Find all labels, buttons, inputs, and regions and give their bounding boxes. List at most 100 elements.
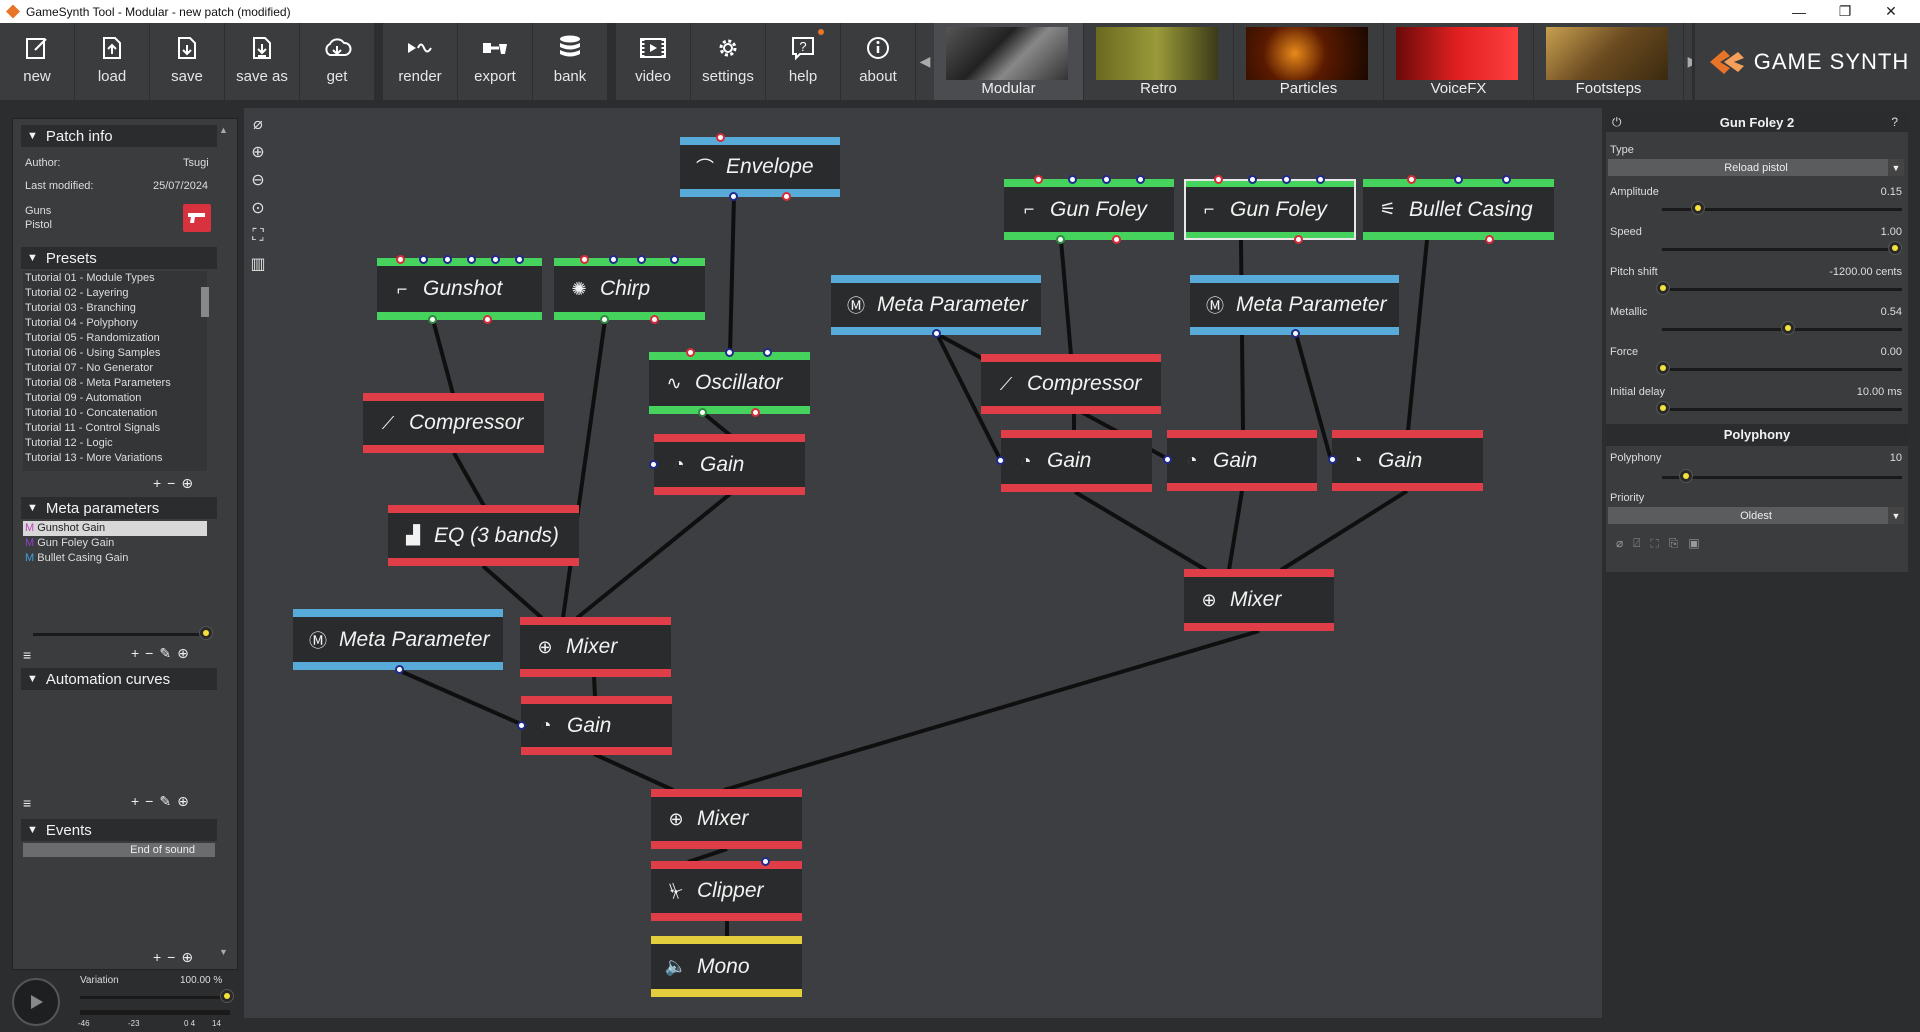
port[interactable] xyxy=(609,255,618,264)
power-icon[interactable]: ⏻ xyxy=(1612,115,1622,129)
stats-icon[interactable]: ▥ xyxy=(250,256,266,273)
list-item[interactable]: Tutorial 08 - Meta Parameters xyxy=(25,377,171,389)
get-button[interactable]: get xyxy=(300,23,375,100)
param-slider-knob[interactable] xyxy=(1656,281,1670,295)
port[interactable] xyxy=(1485,235,1494,244)
events-header[interactable]: ▼Events xyxy=(21,819,217,841)
node-gain-3[interactable]: ◔Gain xyxy=(1001,430,1152,492)
mode-tab-voicefx[interactable]: VoiceFX xyxy=(1384,23,1534,100)
variation-slider-knob[interactable] xyxy=(220,989,234,1003)
port[interactable] xyxy=(637,255,646,264)
maximize-button[interactable]: ❐ xyxy=(1838,3,1852,19)
port[interactable] xyxy=(996,456,1005,465)
param-slider[interactable] xyxy=(1662,408,1902,411)
event-item[interactable]: End of sound xyxy=(23,843,215,857)
meta-slider-knob[interactable] xyxy=(199,626,213,640)
priority-dropdown[interactable]: Oldest▼ xyxy=(1608,507,1904,524)
port[interactable] xyxy=(515,255,524,264)
type-dropdown[interactable]: Reload pistol▼ xyxy=(1608,159,1904,176)
inspector-tool-icons[interactable]: ⌀⍁⛶⎘▣ xyxy=(1616,536,1710,550)
port[interactable] xyxy=(1294,235,1303,244)
zoom-in-icon[interactable]: ⊕ xyxy=(251,144,265,161)
port[interactable] xyxy=(1248,175,1257,184)
param-slider-knob[interactable] xyxy=(1656,361,1670,375)
meta-slider[interactable] xyxy=(33,633,209,636)
mode-tab-footsteps[interactable]: Footsteps xyxy=(1534,23,1684,100)
events-actions[interactable]: +−⊕ xyxy=(153,949,200,965)
port[interactable] xyxy=(1068,175,1077,184)
node-bullet-casing[interactable]: ⚟Bullet Casing xyxy=(1363,179,1554,240)
polyphony-slider-knob[interactable] xyxy=(1679,469,1694,483)
presets-scrollbar[interactable] xyxy=(201,287,209,317)
meta-parameters-list[interactable]: M Gunshot Gain M Gun Foley Gain M Bullet… xyxy=(23,521,207,581)
scroll-up-icon[interactable]: ▲ xyxy=(219,125,228,135)
mode-tab-modular[interactable]: Modular xyxy=(934,23,1084,100)
param-slider-knob[interactable] xyxy=(1690,201,1705,215)
node-clipper[interactable]: ⏧Clipper xyxy=(651,861,802,921)
port[interactable] xyxy=(467,255,476,264)
port[interactable] xyxy=(763,348,772,357)
port[interactable] xyxy=(670,255,679,264)
export-button[interactable]: export xyxy=(458,23,533,100)
bank-button[interactable]: bank xyxy=(533,23,608,100)
port[interactable] xyxy=(517,721,526,730)
node-compressor-1[interactable]: ⟋Compressor xyxy=(363,393,544,453)
node-gain-5[interactable]: ◔Gain xyxy=(1332,430,1483,491)
polyphony-slider[interactable] xyxy=(1662,476,1902,479)
port[interactable] xyxy=(428,315,437,324)
save-as-button[interactable]: save as xyxy=(225,23,300,100)
node-gain-2[interactable]: ◔Gain xyxy=(521,696,672,755)
port[interactable] xyxy=(1407,175,1416,184)
pistol-icon[interactable] xyxy=(183,204,211,232)
node-compressor-2[interactable]: ⟋Compressor xyxy=(981,354,1161,414)
port[interactable] xyxy=(1102,175,1111,184)
list-item[interactable]: Tutorial 13 - More Variations xyxy=(25,452,163,464)
param-slider-knob[interactable] xyxy=(1781,321,1796,335)
variation-slider[interactable] xyxy=(80,996,232,999)
center-icon[interactable]: ⊙ xyxy=(251,200,265,217)
node-mixer-2[interactable]: ⊕Mixer xyxy=(1184,569,1334,631)
list-item[interactable]: Tutorial 05 - Randomization xyxy=(25,332,160,344)
presets-list[interactable]: Tutorial 01 - Module Types Tutorial 02 -… xyxy=(23,271,207,471)
zoom-out-icon[interactable]: ⊖ xyxy=(251,172,265,189)
scroll-down-icon[interactable]: ▼ xyxy=(219,947,228,957)
list-item[interactable]: Tutorial 03 - Branching xyxy=(25,302,136,314)
port[interactable] xyxy=(1454,175,1463,184)
video-button[interactable]: video xyxy=(616,23,691,100)
port[interactable] xyxy=(1328,455,1337,464)
port[interactable] xyxy=(1214,175,1223,184)
param-slider-knob[interactable] xyxy=(1656,401,1670,415)
list-item[interactable]: Tutorial 12 - Logic xyxy=(25,437,113,449)
param-slider-knob[interactable] xyxy=(1888,241,1902,255)
mode-tab-particles[interactable]: Particles xyxy=(1234,23,1384,100)
list-item[interactable]: M Bullet Casing Gain xyxy=(23,551,207,566)
new-button[interactable]: new xyxy=(0,23,75,100)
play-button[interactable] xyxy=(12,978,60,1026)
meta-actions[interactable]: +−✎⊕ xyxy=(131,645,195,661)
port[interactable] xyxy=(932,329,941,338)
port[interactable] xyxy=(483,315,492,324)
list-item[interactable]: M Gunshot Gain xyxy=(23,521,207,536)
presets-actions[interactable]: +−⊕ xyxy=(153,475,200,491)
port[interactable] xyxy=(782,192,791,201)
port[interactable] xyxy=(1316,175,1325,184)
port[interactable] xyxy=(491,255,500,264)
port[interactable] xyxy=(761,857,770,866)
list-item[interactable]: Tutorial 07 - No Generator xyxy=(25,362,153,374)
port[interactable] xyxy=(443,255,452,264)
port[interactable] xyxy=(1112,235,1121,244)
list-item[interactable]: Tutorial 02 - Layering xyxy=(25,287,129,299)
port[interactable] xyxy=(686,348,695,357)
port[interactable] xyxy=(716,133,725,142)
close-button[interactable]: ✕ xyxy=(1885,3,1897,19)
list-item[interactable]: M Gun Foley Gain xyxy=(23,536,207,551)
fit-icon[interactable]: ⛶ xyxy=(252,227,264,244)
port[interactable] xyxy=(395,665,404,674)
list-item[interactable]: Tutorial 04 - Polyphony xyxy=(25,317,138,329)
list-item[interactable]: Tutorial 09 - Automation xyxy=(25,392,142,404)
presets-header[interactable]: ▼Presets xyxy=(21,247,217,269)
list-item[interactable]: Tutorial 10 - Concatenation xyxy=(25,407,158,419)
param-slider[interactable] xyxy=(1662,368,1902,371)
